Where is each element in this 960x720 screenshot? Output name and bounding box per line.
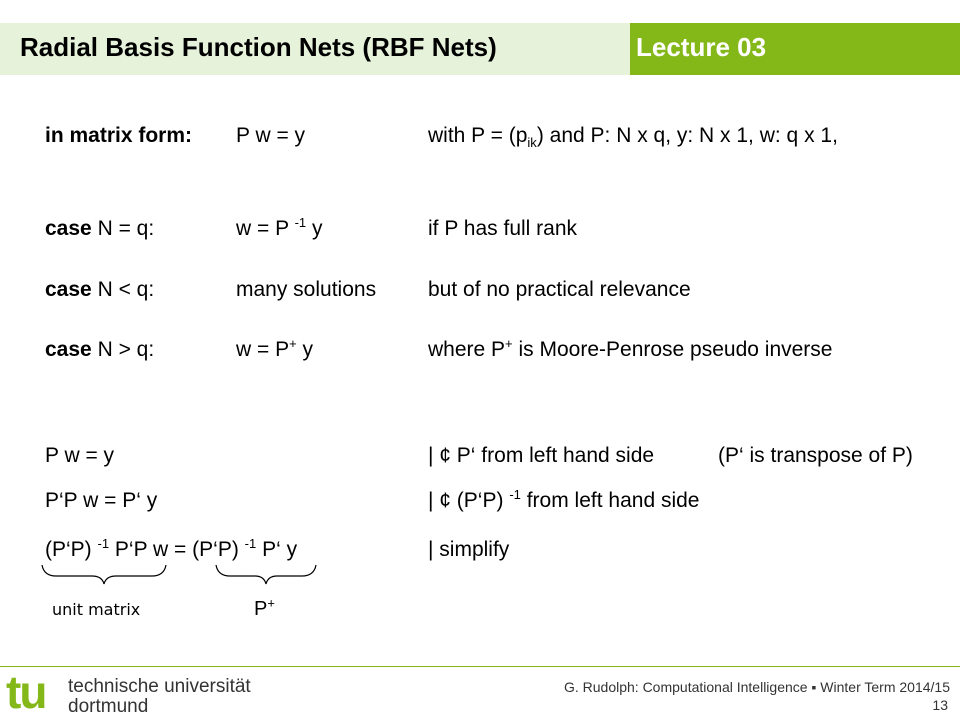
case-eq-condition: case N = q: [45,217,155,240]
case-gt-condition: case N > q: [45,338,155,361]
case-lt-condition: case N < q: [45,278,155,301]
pseudo-inverse-brace [215,564,317,585]
footer-credit: G. Rudolph: Computational Intelligence ▪… [563,679,950,695]
case-gt-equation: w = P+ y [236,336,314,361]
matrix-form-label: in matrix form: [45,124,193,147]
case-eq-note: if P has full rank [428,217,578,240]
derivation-note-3: | simplify [428,538,510,561]
lecture-bar [630,23,960,75]
unit-matrix-label: unit matrix [52,600,141,619]
transpose-note: (P‘ is transpose of P) [718,444,913,467]
footer-rule [0,666,960,667]
case-lt-note: but of no practical relevance [428,278,691,301]
derivation-note-1: | ¢ P‘ from left hand side [428,444,655,467]
pseudo-inverse-label: P+ [254,595,275,620]
derivation-step-2: P‘P w = P‘ y [45,489,158,512]
title-bar [0,23,630,75]
derivation-step-1: P w = y [45,444,115,467]
lecture-label: Lecture 03 [636,32,767,62]
matrix-note: with P = (pik) and P: N x q, y: N x 1, w… [428,124,838,151]
case-eq-equation: w = P -1 y [236,215,323,240]
underbraces [41,564,317,585]
slide-title: Radial Basis Function Nets (RBF Nets) [20,32,497,62]
tu-logo-mark: tu [6,666,47,718]
university-name-line1: technische universität [68,676,251,697]
university-name-line2: dortmund [68,696,149,717]
case-gt-note: where P+ is Moore-Penrose pseudo inverse [428,336,833,361]
derivation-step-3: (P‘P) -1 P‘P w = (P‘P) -1 P‘ y [45,536,298,561]
matrix-equation: P w = y [236,124,306,147]
derivation-note-2: | ¢ (P‘P) -1 from left hand side [428,487,700,512]
page-number: 13 [932,697,948,713]
case-lt-equation: many solutions [236,278,377,301]
unit-matrix-brace [41,564,167,585]
